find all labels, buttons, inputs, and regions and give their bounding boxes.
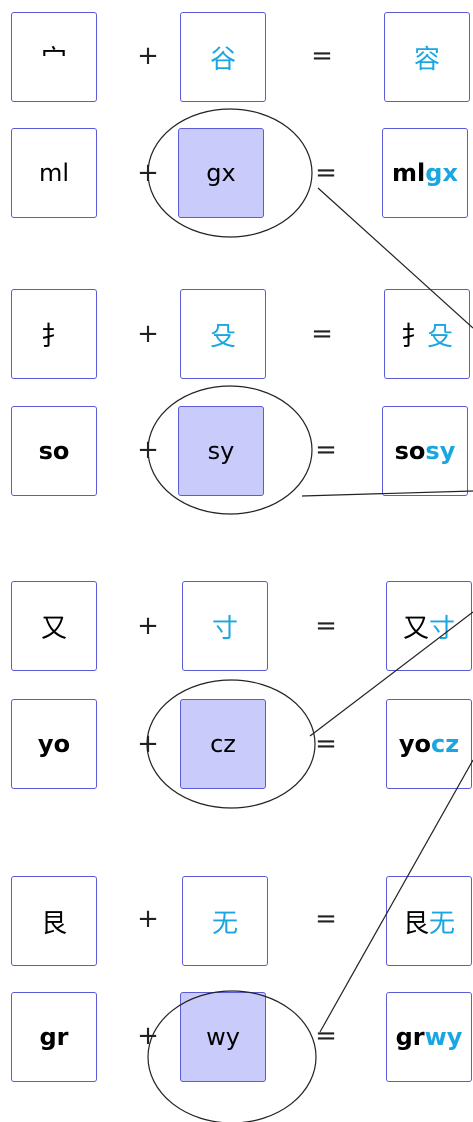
plus-sign: +	[137, 611, 159, 641]
equals-sign: =	[315, 904, 337, 934]
connector-line-3	[309, 611, 473, 737]
connector-line-1	[317, 187, 473, 329]
code-left-3: yo	[11, 699, 97, 789]
result-char-4: 艮无	[386, 876, 472, 966]
component-char: 无	[211, 908, 238, 939]
plus-sign: +	[137, 41, 159, 71]
code-text: ml	[38, 159, 70, 187]
code-text: gr	[39, 1023, 69, 1051]
plus-sign: +	[137, 904, 159, 934]
component-right-3: 寸	[182, 581, 268, 671]
code-right-4-highlighted: wy	[180, 992, 266, 1082]
code-text: sy	[207, 437, 235, 465]
code-right-2-highlighted: sy	[178, 406, 264, 496]
component-right-4: 无	[182, 876, 268, 966]
component-char: 又	[40, 613, 67, 644]
component-char: 扌	[40, 321, 67, 352]
code-text: so	[38, 437, 70, 465]
connector-line-4	[319, 759, 473, 1033]
component-right-2: 殳	[180, 289, 266, 379]
result-code-suffix: sy	[425, 437, 456, 465]
component-left-3: 又	[11, 581, 97, 671]
equals-sign: =	[315, 435, 337, 465]
highlight-ellipse-2	[147, 385, 313, 515]
highlight-ellipse-1	[147, 108, 313, 238]
equals-sign: =	[311, 41, 333, 71]
code-right-3-highlighted: cz	[180, 699, 266, 789]
component-left-4: 艮	[11, 876, 97, 966]
component-char: 谷	[209, 44, 236, 75]
result-char-3: 又寸	[386, 581, 472, 671]
code-text: cz	[210, 730, 236, 758]
result-code-prefix: ml	[392, 159, 426, 187]
result-code-suffix: gx	[425, 159, 458, 187]
component-char: 宀	[40, 44, 67, 75]
result-char: 容	[413, 44, 440, 75]
code-left-2: so	[11, 406, 97, 496]
component-char: 殳	[209, 321, 236, 352]
equals-sign: =	[315, 1021, 337, 1051]
code-right-1-highlighted: gx	[178, 128, 264, 218]
result-code-suffix: wy	[424, 1023, 463, 1051]
equals-sign: =	[315, 158, 337, 188]
component-char: 寸	[211, 613, 238, 644]
result-char-suffix: 殳	[427, 321, 454, 352]
result-code-prefix: gr	[395, 1023, 425, 1051]
result-char-2: 扌殳	[384, 289, 470, 379]
result-code-prefix: so	[394, 437, 426, 465]
component-char: 艮	[40, 908, 67, 939]
plus-sign: +	[137, 729, 159, 759]
result-char-prefix: 又	[402, 613, 429, 644]
result-code-suffix: cz	[430, 730, 460, 758]
plus-sign: +	[137, 1021, 159, 1051]
code-text: gx	[206, 159, 236, 187]
equals-sign: =	[315, 611, 337, 641]
result-code-prefix: yo	[398, 730, 431, 758]
component-right-1: 谷	[180, 12, 266, 102]
result-char-prefix: 扌	[400, 321, 427, 352]
connector-line-2	[301, 490, 473, 497]
code-text: wy	[206, 1023, 240, 1051]
equals-sign: =	[315, 729, 337, 759]
result-char-prefix: 艮	[402, 908, 429, 939]
equals-sign: =	[311, 319, 333, 349]
highlight-ellipse-3	[146, 679, 316, 809]
component-left-1: 宀	[11, 12, 97, 102]
result-char-suffix: 无	[429, 908, 456, 939]
result-char-1: 容	[384, 12, 470, 102]
plus-sign: +	[137, 319, 159, 349]
highlight-ellipse-4	[147, 990, 317, 1122]
component-left-2: 扌	[11, 289, 97, 379]
code-left-4: gr	[11, 992, 97, 1082]
code-text: yo	[37, 730, 71, 758]
code-left-1: ml	[11, 128, 97, 218]
